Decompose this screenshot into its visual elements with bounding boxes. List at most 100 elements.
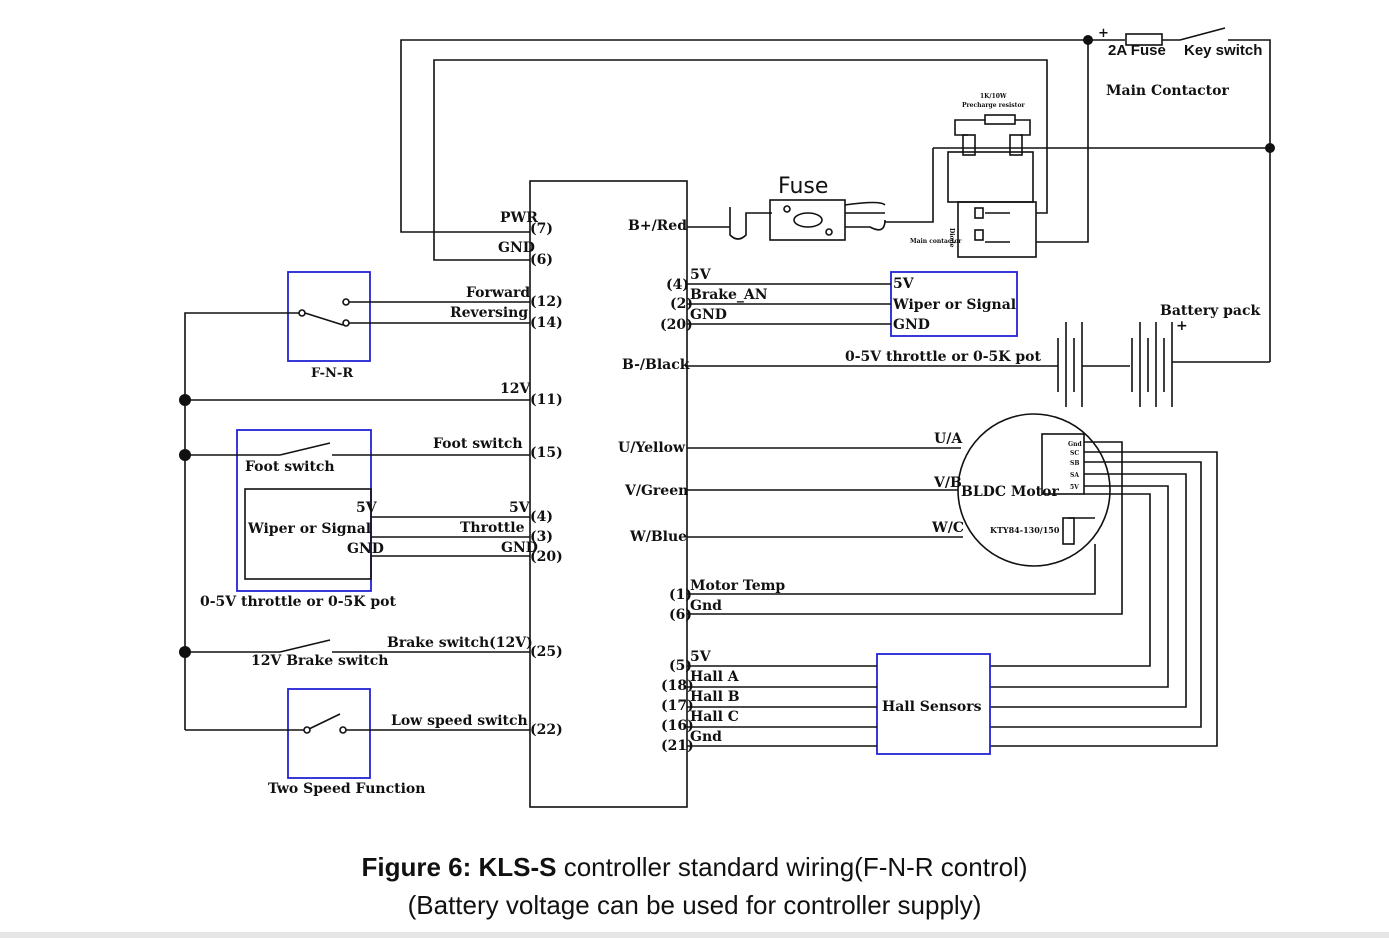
hall-a-label: Hall A xyxy=(690,669,740,685)
brake-an-label: Brake_AN xyxy=(690,287,768,303)
temp-sensor-label: KTY84-130/150 xyxy=(990,525,1060,535)
motor-label: BLDC Motor xyxy=(961,484,1059,500)
gnd2-label: GND xyxy=(501,540,538,556)
motor-u-label: U/A xyxy=(934,431,963,447)
brake-switch-label: 12V Brake switch xyxy=(251,653,388,669)
foot-switch-label: Foot switch xyxy=(433,436,523,452)
pin-label: (6) xyxy=(669,607,692,623)
brake-pot-caption: 0-5V throttle or 0-5K pot xyxy=(845,349,1041,365)
brake-switch-pin-label: Brake switch(12V) xyxy=(387,635,533,651)
pin-label: (18) xyxy=(661,678,694,694)
brake-gnd-label: GND xyxy=(690,307,727,323)
b-plus-label: B+/Red xyxy=(628,218,687,234)
v12-label: 12V xyxy=(500,381,531,397)
v-green-label: V/Green xyxy=(624,483,688,499)
main-fuse-symbol xyxy=(687,199,912,241)
fuse-2a-label: 2A Fuse xyxy=(1108,42,1166,59)
pin-label: (14) xyxy=(530,315,563,331)
figure-caption: Figure 6: KLS-S controller standard wiri… xyxy=(0,852,1389,883)
pin-label: (15) xyxy=(530,445,563,461)
fnr-box xyxy=(287,271,371,362)
pot-gnd-label: GND xyxy=(347,541,384,557)
throttle-pot-box xyxy=(244,488,372,580)
u-yellow-label: U/Yellow xyxy=(618,440,686,456)
conn-sc-label: SC xyxy=(1070,450,1079,457)
hall-gnd-label: Gnd xyxy=(690,729,722,745)
fnr-label: F-N-R xyxy=(311,366,353,381)
pin-label: (3) xyxy=(530,529,553,545)
pwr-wire xyxy=(400,39,1088,233)
main-contactor-symbol: 1K/10W Precharge resistor Main contactor… xyxy=(910,93,1270,258)
hall-c-label: Hall C xyxy=(690,709,739,725)
conn-sa-label: SA xyxy=(1070,472,1079,479)
pin-label: (16) xyxy=(661,718,694,734)
throttle-caption: 0-5V throttle or 0-5K pot xyxy=(200,594,396,610)
conn-gnd-label: Gnd xyxy=(1068,441,1082,448)
b-minus-label: B-/Black xyxy=(622,357,690,373)
pin-label: (5) xyxy=(669,658,692,674)
battery-pack-symbol xyxy=(1057,322,1173,407)
pin-label: (20) xyxy=(660,317,693,333)
foot-switch-box xyxy=(236,429,372,592)
main-contactor-label: Main Contactor xyxy=(1106,83,1229,99)
motor-temp-gnd-label: Gnd xyxy=(690,598,722,614)
hall-sensors-label: Hall Sensors xyxy=(882,699,982,715)
hall-5v-label: 5V xyxy=(690,649,712,665)
low-speed-label: Low speed switch xyxy=(391,713,528,729)
brake-pot-gnd-label: GND xyxy=(893,317,930,333)
forward-label: Forward xyxy=(466,285,530,301)
key-switch-label: Key switch xyxy=(1184,42,1262,59)
conn-5v-label: 5V xyxy=(1070,484,1079,491)
motor-w-label: W/C xyxy=(931,520,964,536)
fuse-label: Fuse xyxy=(778,174,828,199)
conn-sb-label: SB xyxy=(1070,460,1079,467)
pot-wiper-label: Wiper or Signal xyxy=(247,521,371,537)
hall-b-label: Hall B xyxy=(690,689,740,705)
precharge-label: Precharge resistor xyxy=(962,102,1025,109)
gnd-wire xyxy=(433,59,1048,261)
pin-label: (6) xyxy=(530,252,553,268)
hall-sensors-box xyxy=(876,653,991,755)
caption-rest: controller standard wiring(F-N-R control… xyxy=(556,852,1028,882)
pin-label: (4) xyxy=(666,277,689,293)
motor-v-label: V/B xyxy=(933,475,962,491)
two-speed-label: Two Speed Function xyxy=(268,781,425,797)
pwr-label: PWR xyxy=(500,210,538,226)
pin-label: (17) xyxy=(661,698,694,714)
pin-label: (25) xyxy=(530,644,563,660)
controller-block xyxy=(529,180,688,808)
motor-temp-label: Motor Temp xyxy=(690,578,785,594)
foot-switch-inner-label: Foot switch xyxy=(245,459,335,475)
pin-label: (20) xyxy=(530,549,563,565)
w-blue-label: W/Blue xyxy=(629,529,687,545)
pin-label: (12) xyxy=(530,294,563,310)
pin-label: (1) xyxy=(669,587,692,603)
junction-dot xyxy=(179,449,191,461)
pot-5v-label: 5V xyxy=(356,500,378,516)
temp-sensor-symbol xyxy=(1062,517,1075,545)
junction-dot xyxy=(179,394,191,406)
pin-label: (2) xyxy=(670,296,693,312)
brake-pot-5v-label: 5V xyxy=(893,276,915,292)
pin-label: (11) xyxy=(530,392,563,408)
v5-label: 5V xyxy=(509,500,531,516)
pin-label: (7) xyxy=(530,221,553,237)
figure-caption-line2: (Battery voltage can be used for control… xyxy=(407,890,982,920)
caption-bold: Figure 6: KLS-S xyxy=(361,852,557,882)
reversing-label: Reversing xyxy=(450,305,528,321)
precharge-value: 1K/10W xyxy=(980,93,1007,100)
motor-connector xyxy=(1041,433,1085,495)
junction-dot xyxy=(179,646,191,658)
throttle-label: Throttle xyxy=(460,520,525,536)
main-contactor-small-label: Main contactor xyxy=(910,238,962,245)
brake-5v-label: 5V xyxy=(690,267,712,283)
battery-label: Battery pack xyxy=(1160,303,1261,319)
brake-pot-wiper-label: Wiper or Signal xyxy=(892,297,1016,313)
pin-label: (21) xyxy=(661,738,694,754)
diode-label: Diode xyxy=(948,228,955,248)
battery-plus: + xyxy=(1176,318,1188,334)
two-speed-box xyxy=(287,688,371,779)
pin-label: (4) xyxy=(530,509,553,525)
key-switch-symbol xyxy=(1179,27,1226,41)
